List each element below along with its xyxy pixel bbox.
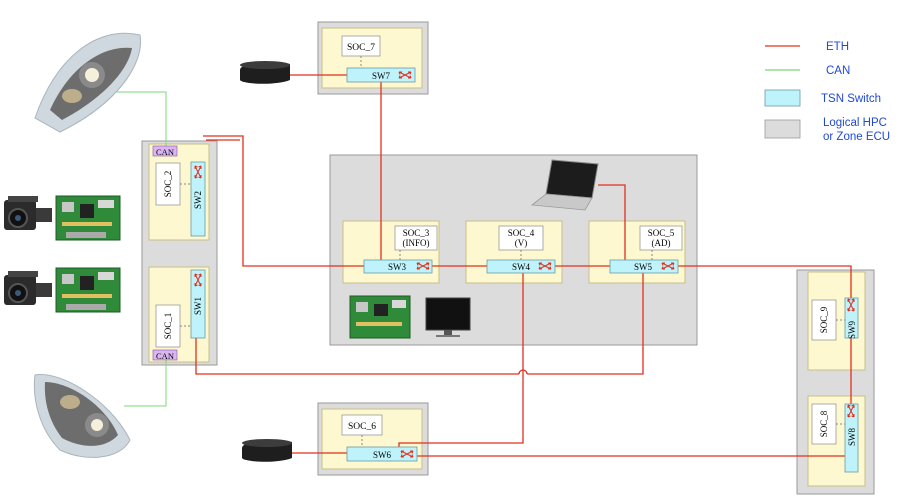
soc6-label: SOC_6 (348, 422, 376, 432)
switch-sw4: SW4 (486, 259, 556, 274)
can-tag-soc1: CAN (156, 351, 174, 361)
legend-tsn-swatch (764, 89, 801, 107)
switch-sw3: SW3 (363, 259, 433, 274)
soc5-group: SOC_5 (AD) (639, 225, 683, 260)
can-tag-soc2: CAN (156, 147, 174, 157)
laptop-icon (530, 159, 599, 211)
sw3-label: SW3 (388, 262, 407, 272)
legend-tsn-label: TSN Switch (821, 93, 881, 105)
switch-sw5: SW5 (609, 259, 679, 274)
sw8-label: SW8 (847, 428, 857, 447)
legend-hpc-swatch (764, 119, 801, 139)
can-line-lower (124, 358, 167, 407)
switch-sw8: SW8 (844, 403, 859, 473)
soc6-group: SOC_6 (341, 414, 383, 447)
legend-eth-label: ETH (826, 41, 849, 53)
sw5-label: SW5 (634, 262, 653, 272)
soc4-sublabel: (V) (515, 238, 528, 248)
switch-sw6: SW6 (346, 446, 418, 462)
sw1-label: SW1 (193, 297, 203, 315)
switch-sw1: SW1 (190, 269, 206, 339)
legend: ETH CAN TSN Switch Logical HPC or Zone E… (764, 41, 890, 143)
soc4-label: SOC_4 (508, 228, 535, 238)
switch-sw7: SW7 (346, 67, 416, 83)
sw7-label: SW7 (372, 71, 391, 81)
soc8-label: SOC_8 (819, 410, 829, 437)
headlight-bottom-icon (33, 373, 131, 458)
can-line-upper (116, 91, 167, 148)
sw4-label: SW4 (512, 262, 531, 272)
legend-hpc-label-2: or Zone ECU (823, 131, 890, 143)
soc3-group: SOC_3 (INFO) (394, 225, 438, 260)
soc9-label: SOC_9 (819, 306, 829, 333)
legend-hpc-label-1: Logical HPC (823, 117, 887, 129)
soc3-sublabel: (INFO) (403, 238, 430, 248)
soc2-label: SOC_2 (163, 171, 173, 198)
board-upper-icon (55, 195, 121, 241)
board-center-icon (349, 295, 411, 339)
soc1-label: SOC_1 (163, 313, 173, 340)
eth-links (195, 74, 852, 457)
camera-upper-icon (4, 196, 52, 230)
soc7-label: SOC_7 (347, 43, 375, 53)
headlight-top-icon (34, 32, 142, 133)
sw2-label: SW2 (193, 191, 203, 209)
soc3-label: SOC_3 (403, 228, 430, 238)
camera-lower-icon (4, 271, 52, 305)
legend-can-label: CAN (826, 65, 850, 77)
soc4-group: SOC_4 (V) (498, 225, 544, 260)
soc7-group: SOC_7 (341, 35, 381, 68)
sw9-label: SW9 (847, 321, 857, 340)
monitor-icon (425, 297, 471, 337)
board-lower-icon (55, 267, 121, 313)
switch-sw2: SW2 (190, 161, 206, 237)
soc1-group: SOC_1 (155, 304, 191, 348)
lidar-top-icon (240, 61, 290, 84)
soc5-sublabel: (AD) (652, 238, 671, 248)
soc9-group: SOC_9 (811, 299, 845, 341)
soc5-label: SOC_5 (648, 228, 675, 238)
sw6-label: SW6 (373, 450, 392, 460)
soc2-group: SOC_2 (155, 162, 191, 206)
switch-sw9: SW9 (844, 297, 859, 340)
soc8-group: SOC_8 (811, 403, 845, 445)
lidar-bottom-icon (242, 439, 292, 462)
